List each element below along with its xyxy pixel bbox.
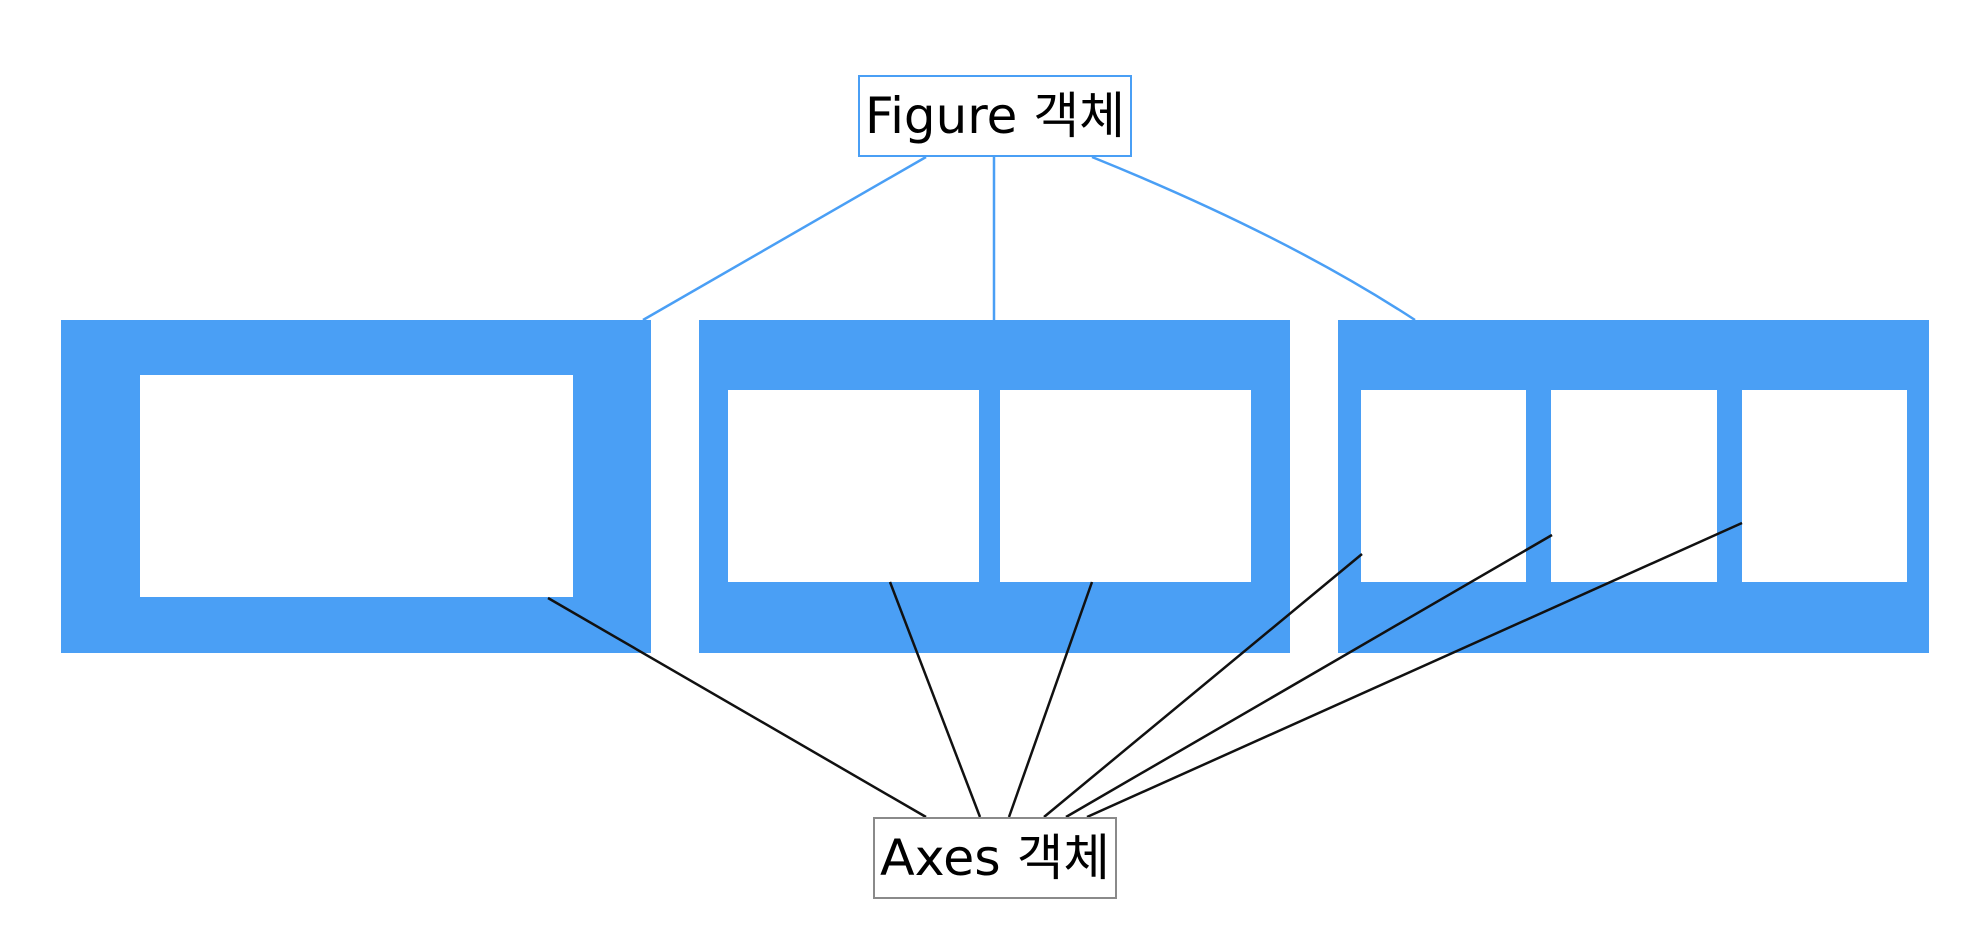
- figure-label: Figure 객체: [858, 75, 1132, 157]
- figure-3-axes-2: [1551, 390, 1717, 582]
- figure-connector-3: [1091, 155, 1416, 322]
- axes-label-text: Axes 객체: [880, 829, 1110, 887]
- figure-label-text: Figure 객체: [865, 87, 1125, 145]
- axes-label: Axes 객체: [873, 817, 1117, 899]
- figure-connector-1: [642, 155, 927, 322]
- axes-connector-3: [1007, 581, 1094, 818]
- figure-3-axes-3: [1742, 390, 1907, 582]
- axes-connector-6: [1086, 521, 1743, 819]
- figure-label-box: [858, 75, 1132, 157]
- figure-2: [699, 320, 1290, 653]
- axes-connector-2: [888, 581, 982, 818]
- axes-label-box: [873, 817, 1117, 899]
- axes-connectors: [547, 521, 1743, 819]
- figure-2-axes-1: [728, 390, 979, 582]
- axes-connector-1: [547, 596, 927, 819]
- figure-1: [61, 320, 651, 653]
- figure-3-axes-1: [1361, 390, 1526, 582]
- axes-connector-4: [1043, 553, 1363, 818]
- axes-connector-5: [1065, 533, 1553, 819]
- figure-3: [1338, 320, 1929, 653]
- figure-1-axes-1: [140, 375, 573, 597]
- figure-connectors: [642, 155, 1416, 322]
- figure-2-axes-2: [1000, 390, 1251, 582]
